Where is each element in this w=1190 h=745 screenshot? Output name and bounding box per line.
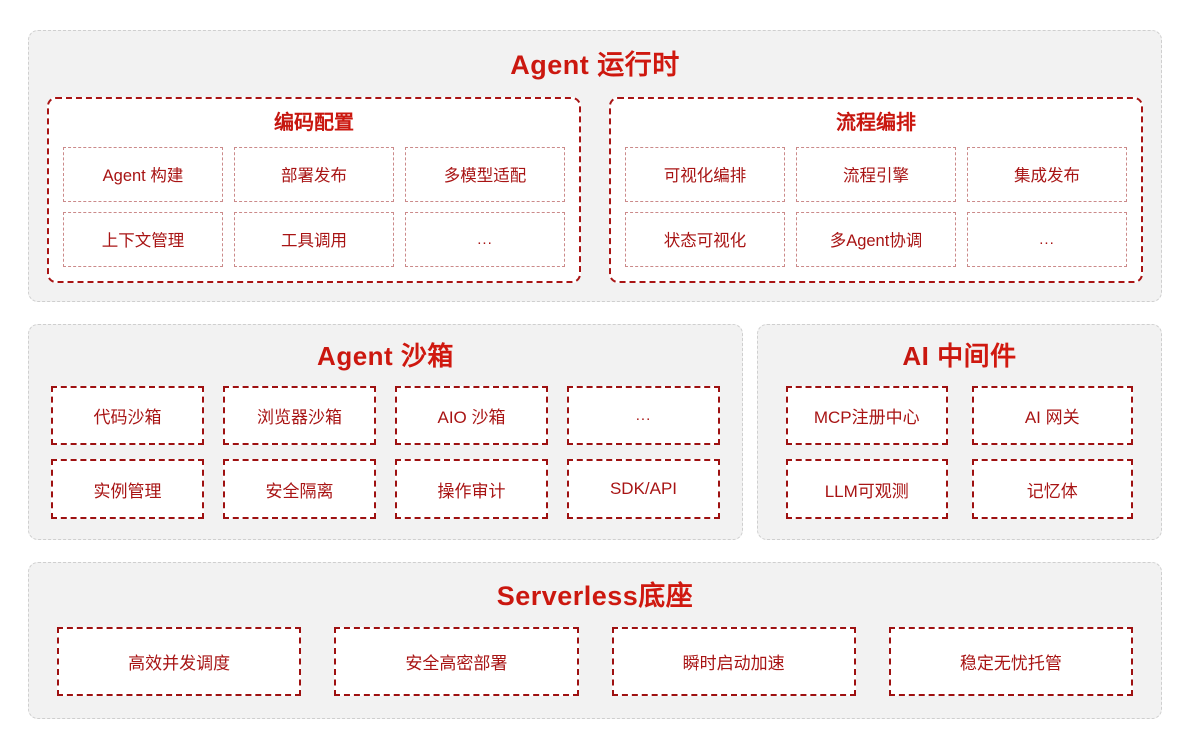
- capability-cell[interactable]: Agent 构建: [63, 147, 223, 202]
- capability-cell[interactable]: SDK/API: [567, 459, 720, 520]
- section-title-ai-middleware: AI 中间件: [786, 338, 1133, 375]
- capability-cell[interactable]: 工具调用: [234, 211, 394, 267]
- capability-cell[interactable]: 安全隔离: [223, 459, 376, 520]
- capability-cell-more[interactable]: ...: [567, 385, 720, 446]
- middleware-grid: MCP注册中心 AI 网关 LLM可观测 记忆体: [786, 385, 1133, 520]
- capability-cell-more[interactable]: ...: [967, 211, 1127, 267]
- capability-cell[interactable]: MCP注册中心: [786, 385, 948, 446]
- capability-cell[interactable]: LLM可观测: [786, 459, 948, 520]
- sandbox-row: 代码沙箱 浏览器沙箱 AIO 沙箱 ...: [51, 385, 720, 446]
- sandbox-grid: 代码沙箱 浏览器沙箱 AIO 沙箱 ... 实例管理 安全隔离 操作审计 SDK…: [51, 385, 720, 520]
- subgroup-coding-config: 编码配置 Agent 构建 部署发布 多模型适配 上下文管理 工具调用 ...: [47, 97, 581, 283]
- section-ai-middleware: AI 中间件 MCP注册中心 AI 网关 LLM可观测 记忆体: [757, 323, 1162, 541]
- capability-cell[interactable]: 高效并发调度: [57, 627, 302, 696]
- capability-cell[interactable]: 上下文管理: [63, 211, 223, 267]
- capability-cell[interactable]: 浏览器沙箱: [223, 385, 376, 446]
- sandbox-row: 实例管理 安全隔离 操作审计 SDK/API: [51, 459, 720, 520]
- section-title-serverless-base: Serverless底座: [57, 577, 1133, 615]
- section-agent-sandbox: Agent 沙箱 代码沙箱 浏览器沙箱 AIO 沙箱 ... 实例管理 安全隔离…: [28, 323, 743, 541]
- section-title-agent-sandbox: Agent 沙箱: [51, 338, 720, 375]
- subgroup-title-flow-orchestration: 流程编排: [625, 108, 1127, 138]
- capability-cell[interactable]: 多Agent协调: [796, 211, 956, 267]
- capability-cell[interactable]: 可视化编排: [625, 147, 785, 202]
- capability-cell-more[interactable]: ...: [405, 211, 565, 267]
- subgroup-row: 可视化编排 流程引擎 集成发布: [625, 147, 1127, 202]
- capability-cell[interactable]: 操作审计: [395, 459, 548, 520]
- subgroup-title-coding-config: 编码配置: [63, 108, 565, 138]
- capability-cell[interactable]: 瞬时启动加速: [611, 627, 856, 696]
- subgroup-flow-orchestration: 流程编排 可视化编排 流程引擎 集成发布 状态可视化 多Agent协调 ...: [609, 97, 1143, 283]
- section-title-agent-runtime: Agent 运行时: [47, 46, 1143, 84]
- capability-cell[interactable]: 集成发布: [967, 147, 1127, 202]
- middleware-row: LLM可观测 记忆体: [786, 459, 1133, 520]
- subgroup-row: 上下文管理 工具调用 ...: [63, 211, 565, 267]
- section-serverless-base: Serverless底座 高效并发调度 安全高密部署 瞬时启动加速 稳定无忧托管: [28, 562, 1162, 719]
- capability-cell[interactable]: 记忆体: [971, 459, 1133, 520]
- middle-row: Agent 沙箱 代码沙箱 浏览器沙箱 AIO 沙箱 ... 实例管理 安全隔离…: [28, 323, 1162, 541]
- capability-cell[interactable]: 状态可视化: [625, 211, 785, 267]
- capability-cell[interactable]: 稳定无忧托管: [888, 627, 1133, 696]
- subgroup-row: Agent 构建 部署发布 多模型适配: [63, 147, 565, 202]
- capability-cell[interactable]: 安全高密部署: [334, 627, 579, 696]
- capability-cell[interactable]: 代码沙箱: [51, 385, 204, 446]
- section-agent-runtime: Agent 运行时 编码配置 Agent 构建 部署发布 多模型适配 上下文管理…: [28, 30, 1162, 302]
- capability-cell[interactable]: 部署发布: [234, 147, 394, 202]
- middleware-row: MCP注册中心 AI 网关: [786, 385, 1133, 446]
- capability-cell[interactable]: 流程引擎: [796, 147, 956, 202]
- base-row: 高效并发调度 安全高密部署 瞬时启动加速 稳定无忧托管: [57, 627, 1133, 696]
- capability-cell[interactable]: AIO 沙箱: [395, 385, 548, 446]
- capability-cell[interactable]: 多模型适配: [405, 147, 565, 202]
- runtime-group-container: 编码配置 Agent 构建 部署发布 多模型适配 上下文管理 工具调用 ...: [47, 97, 1143, 283]
- subgroup-grid-coding-config: Agent 构建 部署发布 多模型适配 上下文管理 工具调用 ...: [63, 147, 565, 267]
- subgroup-row: 状态可视化 多Agent协调 ...: [625, 211, 1127, 267]
- capability-cell[interactable]: AI 网关: [971, 385, 1133, 446]
- subgroup-grid-flow-orchestration: 可视化编排 流程引擎 集成发布 状态可视化 多Agent协调 ...: [625, 147, 1127, 267]
- capability-cell[interactable]: 实例管理: [51, 459, 204, 520]
